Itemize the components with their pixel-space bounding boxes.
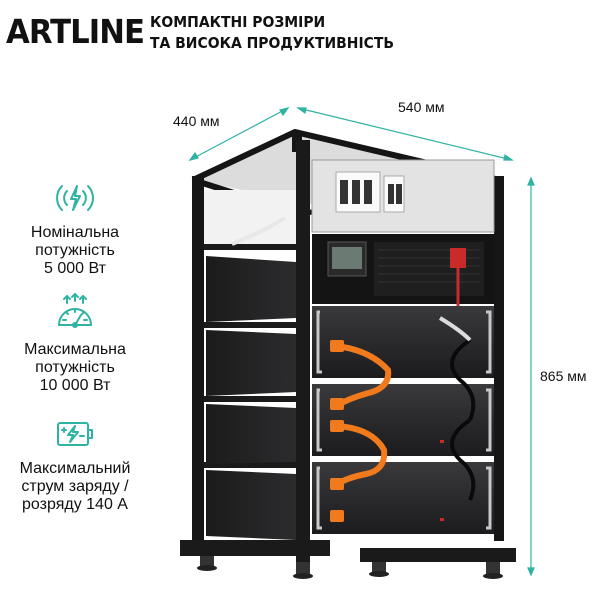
depth-line (189, 107, 289, 161)
height-label: 865 мм (540, 368, 587, 384)
artline-logo: ARTLINE (6, 12, 145, 52)
feature-2-line-1: Максимальна (24, 341, 126, 358)
headline: КОМПАКТНІ РОЗМІРИ ТА ВИСОКА ПРОДУКТИВНІС… (150, 12, 395, 54)
arrow-head (527, 176, 535, 186)
speedometer-icon (58, 293, 92, 328)
feature-2-line-2: потужність (35, 359, 115, 376)
rack-base (180, 540, 516, 579)
dimension-lines (188, 107, 535, 577)
feature-1-line-2: потужність (35, 242, 115, 259)
feature-3-line-2: струм заряду / (21, 478, 129, 495)
arrow-head (296, 107, 307, 115)
depth-label: 440 мм (173, 113, 220, 129)
feature-max-current: Максимальний струм заряду / розряду 140 … (0, 412, 150, 514)
logo-text: ARTLINE (6, 12, 145, 51)
battery-modules (312, 306, 494, 534)
side-modules (206, 256, 296, 540)
arrow-head (188, 151, 199, 161)
battery-charge-icon (57, 422, 93, 446)
feature-1-line-3: 5 000 Вт (44, 260, 106, 277)
width-line (297, 107, 513, 161)
headline-line-2: ТА ВИСОКА ПРОДУКТИВНІСТЬ (150, 34, 395, 52)
breaker-panel (311, 159, 495, 233)
feature-2-line-3: 10 000 Вт (39, 377, 111, 394)
arrow-head (503, 153, 514, 161)
width-label: 540 мм (398, 99, 445, 115)
feature-3-line-1: Максимальний (19, 460, 131, 477)
battery-module-3 (312, 462, 494, 534)
headline-line-1: КОМПАКТНІ РОЗМІРИ (150, 13, 326, 31)
power-waves-icon (56, 185, 94, 211)
arrow-head (279, 107, 290, 117)
feature-max-power: Максимальна потужність 10 000 Вт (0, 293, 150, 395)
feature-3-line-3: розряду 140 А (22, 496, 128, 513)
battery-module-2 (312, 384, 494, 456)
feature-nominal-power: Номінальна потужність 5 000 Вт (0, 176, 150, 278)
feature-1-line-1: Номінальна (30, 224, 120, 241)
arrow-head (527, 567, 535, 577)
inverter (312, 234, 494, 310)
